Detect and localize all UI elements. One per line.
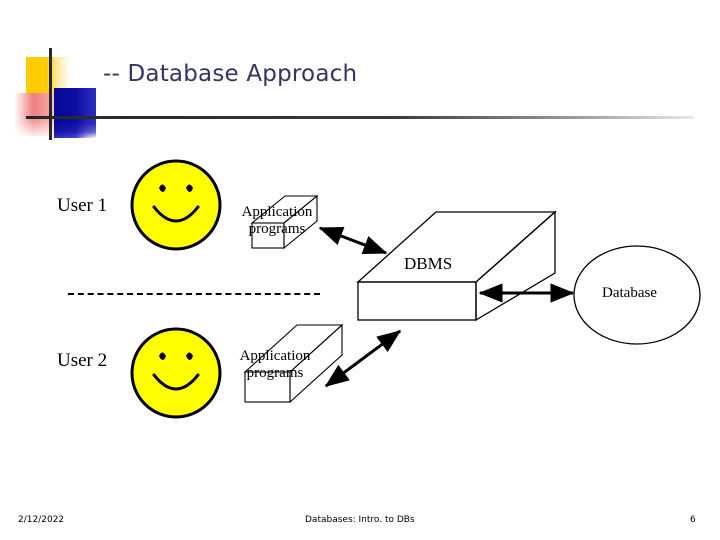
app-programs-line2-2: programs: [246, 365, 304, 381]
user-2-label: User 2: [57, 350, 108, 371]
decoration-blue-square: [54, 88, 96, 138]
app-programs-line2-1: programs: [248, 221, 306, 237]
user-separator-divider: [68, 293, 320, 295]
database-label: Database: [602, 285, 657, 301]
connector-app2-dbms: [324, 329, 402, 388]
footer-date: 2/12/2022: [18, 515, 65, 525]
footer-subject: Databases: Intro. to DBs: [305, 515, 415, 525]
page-title: -- Database Approach: [103, 61, 358, 87]
dbms-label: DBMS: [404, 254, 453, 273]
connector-app1-dbms: [318, 226, 388, 255]
app-programs-line1-2: Application: [239, 348, 311, 364]
user-2-smiley-icon: [130, 327, 222, 419]
user-1-label: User 1: [57, 195, 108, 216]
decoration-horizontal-rule: [26, 116, 694, 119]
dbms-box: [356, 210, 557, 322]
decoration-vertical-rule: [49, 48, 52, 140]
footer-page-number: 6: [690, 515, 696, 525]
app-programs-label-1: Application programs: [228, 204, 326, 238]
app-programs-label-2: Application programs: [226, 348, 324, 382]
app-programs-line1-1: Application: [241, 204, 313, 220]
user-1-smiley-icon: [130, 159, 222, 251]
